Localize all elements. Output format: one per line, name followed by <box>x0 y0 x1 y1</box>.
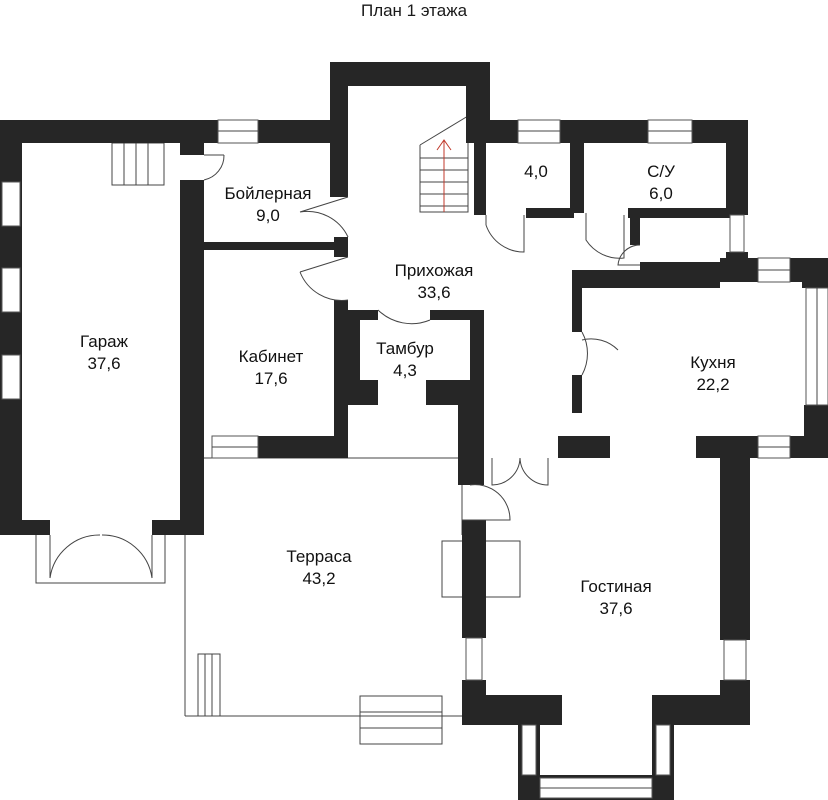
label-wc-area: 6,0 <box>649 184 673 203</box>
window-living-left <box>465 637 483 681</box>
label-terrace-area: 43,2 <box>302 569 335 588</box>
label-vestibule-area: 4,3 <box>393 361 417 380</box>
door-vestibule <box>377 309 431 325</box>
doors <box>49 154 641 579</box>
window-bay-left <box>521 724 537 776</box>
label-hall-name: Прихожая <box>395 261 474 280</box>
label-vestibule-name: Тамбур <box>376 339 434 358</box>
label-hall-area: 33,6 <box>417 283 450 302</box>
label-garage-name: Гараж <box>80 332 129 351</box>
door-living-double <box>491 457 549 486</box>
label-living-name: Гостиная <box>580 577 651 596</box>
walls <box>0 62 828 800</box>
room-labels: Бойлерная 9,0 Прихожая 33,6 4,0 С/У 6,0 … <box>80 162 736 618</box>
door-garage-gate <box>49 534 153 579</box>
door-storage <box>485 215 525 253</box>
door-office <box>299 256 349 301</box>
terrace-steps-bottom <box>359 695 443 745</box>
terrace-steps-left <box>197 653 221 717</box>
window-living-right <box>723 639 747 681</box>
window-bay-right <box>655 724 671 776</box>
label-kitchen-name: Кухня <box>690 353 736 372</box>
label-garage-area: 37,6 <box>87 354 120 373</box>
label-kitchen-area: 22,2 <box>696 375 729 394</box>
label-terrace-name: Терраса <box>286 547 352 566</box>
door-boiler <box>299 196 349 238</box>
window-garage-1 <box>1 181 21 227</box>
window-wc-side <box>729 214 745 253</box>
garage-steps <box>111 142 165 186</box>
label-boiler-area: 9,0 <box>256 206 280 225</box>
windows <box>1 119 828 799</box>
label-office-area: 17,6 <box>254 369 287 388</box>
window-garage-3 <box>1 354 21 400</box>
label-wc-name: С/У <box>647 162 675 181</box>
door-wc <box>585 213 625 259</box>
label-office-name: Кабинет <box>239 347 304 366</box>
label-boiler-name: Бойлерная <box>225 184 312 203</box>
plan-title: План 1 этажа <box>360 1 468 20</box>
door-wc-inner <box>617 244 641 266</box>
door-kitchen <box>581 331 619 376</box>
label-living-area: 37,6 <box>599 599 632 618</box>
terrace-outline <box>35 457 480 717</box>
window-garage-2 <box>1 267 21 313</box>
door-garage-boiler <box>203 154 225 181</box>
hall-staircase <box>419 115 469 213</box>
label-storage-area: 4,0 <box>524 162 548 181</box>
door-terrace <box>462 484 511 521</box>
